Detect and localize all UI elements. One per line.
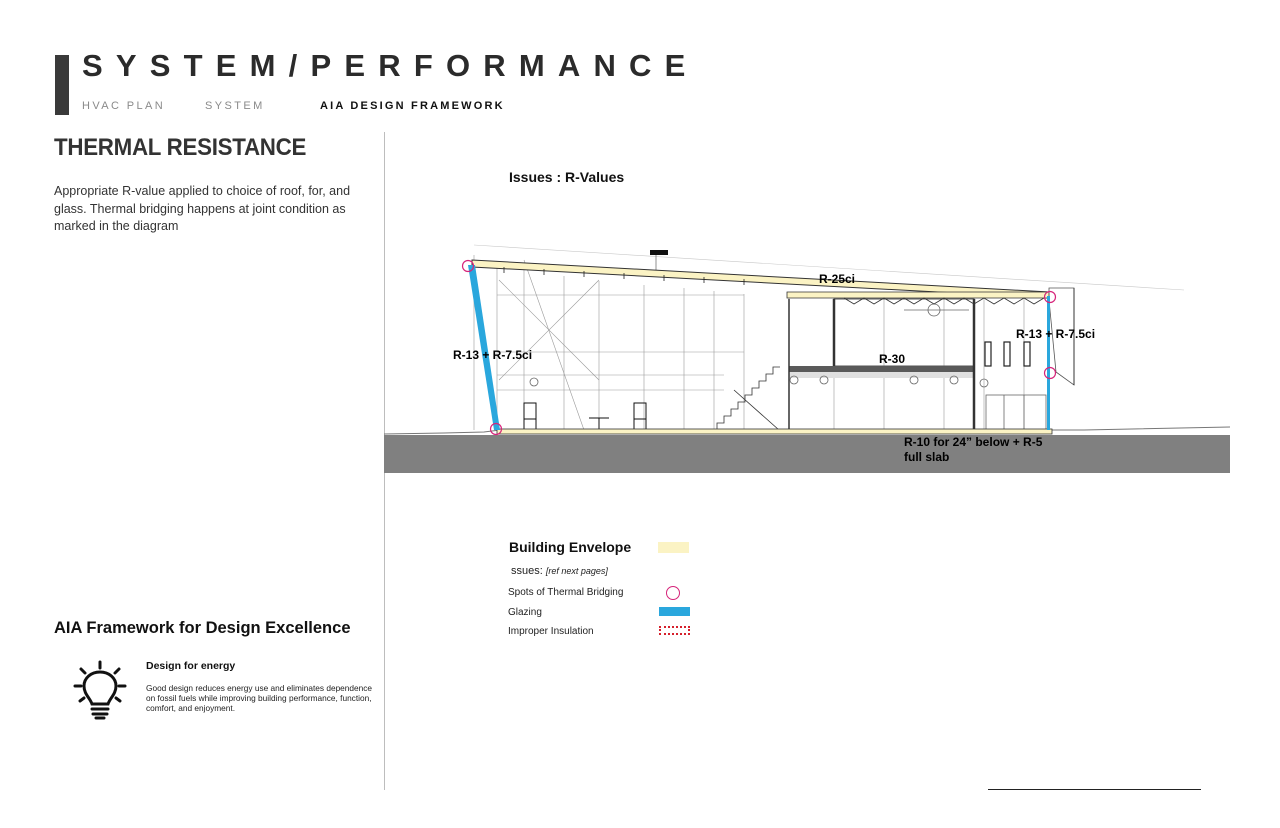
building-envelope-swatch bbox=[658, 542, 689, 553]
label-slab-line1: R-10 for 24” below + R-5 bbox=[904, 435, 1043, 449]
section-description: Appropriate R-value applied to choice of… bbox=[54, 184, 351, 233]
footer-line bbox=[988, 789, 1201, 790]
roof-joists bbox=[503, 267, 745, 285]
tab-aia-design-framework[interactable]: AIA DESIGN FRAMEWORK bbox=[320, 100, 505, 112]
legend-glazing: Glazing bbox=[508, 607, 542, 618]
label-roof: R-25ci bbox=[819, 272, 855, 286]
diagram-title: Issues : R-Values bbox=[509, 169, 625, 185]
tab-hvac-plan[interactable]: HVAC PLAN bbox=[82, 100, 166, 112]
legend-title: Building Envelope bbox=[509, 539, 632, 555]
label-right-wall: R-13 + R-7.5ci bbox=[1016, 327, 1095, 341]
section-title: THERMAL RESISTANCE bbox=[54, 134, 307, 161]
tab-system[interactable]: SYSTEM bbox=[205, 100, 265, 112]
legend-issues-label: ssues: bbox=[511, 565, 543, 577]
glazing-swatch bbox=[659, 607, 690, 616]
second-floor-slab bbox=[789, 366, 974, 372]
furniture bbox=[523, 402, 647, 430]
improper-insulation-swatch bbox=[659, 626, 690, 635]
upper-windows bbox=[984, 341, 1031, 367]
legend-issues: ssues: [ref next pages] bbox=[511, 565, 608, 577]
lightbulb-icon bbox=[73, 660, 127, 720]
header-accent-bar bbox=[55, 55, 69, 115]
label-floor: R-30 bbox=[879, 352, 905, 366]
thermal-bridging-spots bbox=[461, 259, 1057, 436]
building-section-diagram: R-25ci R-13 + R-7.5ci R-13 + R-7.5ci R-3… bbox=[384, 244, 1230, 473]
energy-title: Design for energy bbox=[146, 660, 236, 672]
roof-marker bbox=[650, 250, 668, 255]
stairs bbox=[716, 366, 780, 431]
label-left-wall: R-13 + R-7.5ci bbox=[453, 348, 532, 362]
legend-issues-ref: [ref next pages] bbox=[545, 566, 608, 576]
page-title: SYSTEM/PERFORMANCE bbox=[82, 48, 699, 83]
label-slab-line2: full slab bbox=[904, 450, 949, 464]
left-glazing bbox=[468, 265, 500, 430]
slab-envelope bbox=[496, 428, 1053, 435]
legend-improper-insulation: Improper Insulation bbox=[508, 626, 594, 637]
energy-description: Good design reduces energy use and elimi… bbox=[146, 683, 373, 713]
right-glazing bbox=[1047, 296, 1050, 430]
ground bbox=[384, 435, 1230, 473]
building-structure bbox=[473, 244, 1185, 431]
aia-framework-title: AIA Framework for Design Excellence bbox=[54, 619, 351, 637]
legend-thermal-bridging: Spots of Thermal Bridging bbox=[508, 587, 624, 598]
thermal-bridging-swatch bbox=[666, 586, 680, 600]
